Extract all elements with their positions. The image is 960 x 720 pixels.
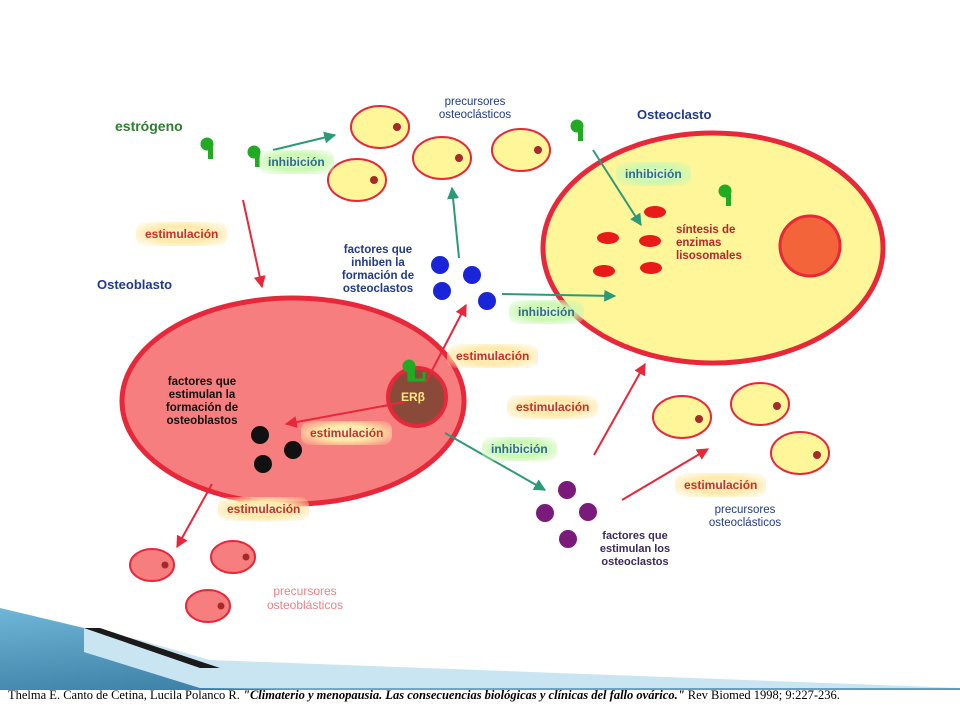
osteoclast-precursors-top — [327, 105, 551, 202]
stimulation-label-estrogen: estimulación — [136, 222, 228, 246]
osteoblast-factor-dot — [251, 426, 269, 444]
enzyme-dot — [593, 265, 615, 277]
enzyme-synthesis-label: síntesis de enzimas lisosomales — [676, 224, 742, 262]
enzyme-dot — [639, 235, 661, 247]
stimulation-label-osteoclast-precursors: estimulación — [675, 473, 767, 497]
stimulation-arrows — [176, 199, 710, 549]
osteoblast-cell — [119, 295, 467, 507]
estrogen-label: estrógeno — [115, 118, 183, 134]
estrogen-molecules — [200, 119, 732, 382]
stimulation-label-receptor: estimulación — [447, 344, 539, 368]
osteoclast-precursors-bottom-label: precursores osteoclásticos — [708, 504, 782, 529]
osteoblast-precursors — [129, 540, 256, 623]
stimulation-label-osteoblast-precursors: estimulación — [218, 497, 310, 521]
er-beta-receptor — [386, 366, 448, 428]
citation-title: "Climaterio y menopausia. Las consecuenc… — [243, 688, 685, 702]
enzyme-dot — [644, 206, 666, 218]
slide-corner-decoration — [0, 608, 960, 690]
osteoclast-inhibiting-factors — [431, 256, 496, 310]
osteoclast-nucleus — [778, 214, 842, 278]
citation-journal: Rev Biomed 1998; 9:227-236. — [684, 688, 840, 702]
factors-stimulate-osteoclasts-label: factores que estimulan los osteoclastos — [599, 530, 671, 568]
citation-authors: Thelma E. Canto de Cetina, Lucila Polanc… — [8, 688, 240, 702]
factors-inhibit-osteoclasts-label: factores que inhiben la formación de ost… — [341, 244, 415, 295]
inhibition-arrows — [272, 131, 642, 491]
osteoclast-stimulating-factors — [536, 481, 597, 548]
citation: Thelma E. Canto de Cetina, Lucila Polanc… — [8, 688, 840, 703]
inhibition-label-factors: inhibición — [509, 300, 584, 324]
osteoblast-factor-dot — [254, 455, 272, 473]
osteoclast-label: Osteoclasto — [637, 107, 712, 122]
osteoclast-cell — [540, 130, 886, 366]
osteoblast-factor-dot — [284, 441, 302, 459]
inhibition-label-receptor: inhibición — [482, 437, 557, 461]
enzyme-dot — [597, 232, 619, 244]
osteoblast-precursors-label: precursores osteoblásticos — [266, 584, 344, 612]
enzyme-dot — [640, 262, 662, 274]
factors-stimulate-osteoblasts-label: factores que estimulan la formación de o… — [165, 376, 239, 427]
stimulation-label-osteoclast: estimulación — [507, 395, 599, 419]
stimulation-label-osteoblast-factors: estimulación — [301, 421, 393, 445]
osteoblast-label: Osteoblasto — [97, 277, 173, 292]
inhibition-label-estrogen: inhibición — [259, 150, 334, 174]
inhibition-label-osteoclast: inhibición — [616, 162, 691, 186]
osteoclast-precursors-top-label: precursores osteoclásticos — [438, 96, 512, 121]
er-beta-label: ERβ — [401, 390, 425, 404]
osteoclast-precursors-bottom — [652, 382, 830, 475]
